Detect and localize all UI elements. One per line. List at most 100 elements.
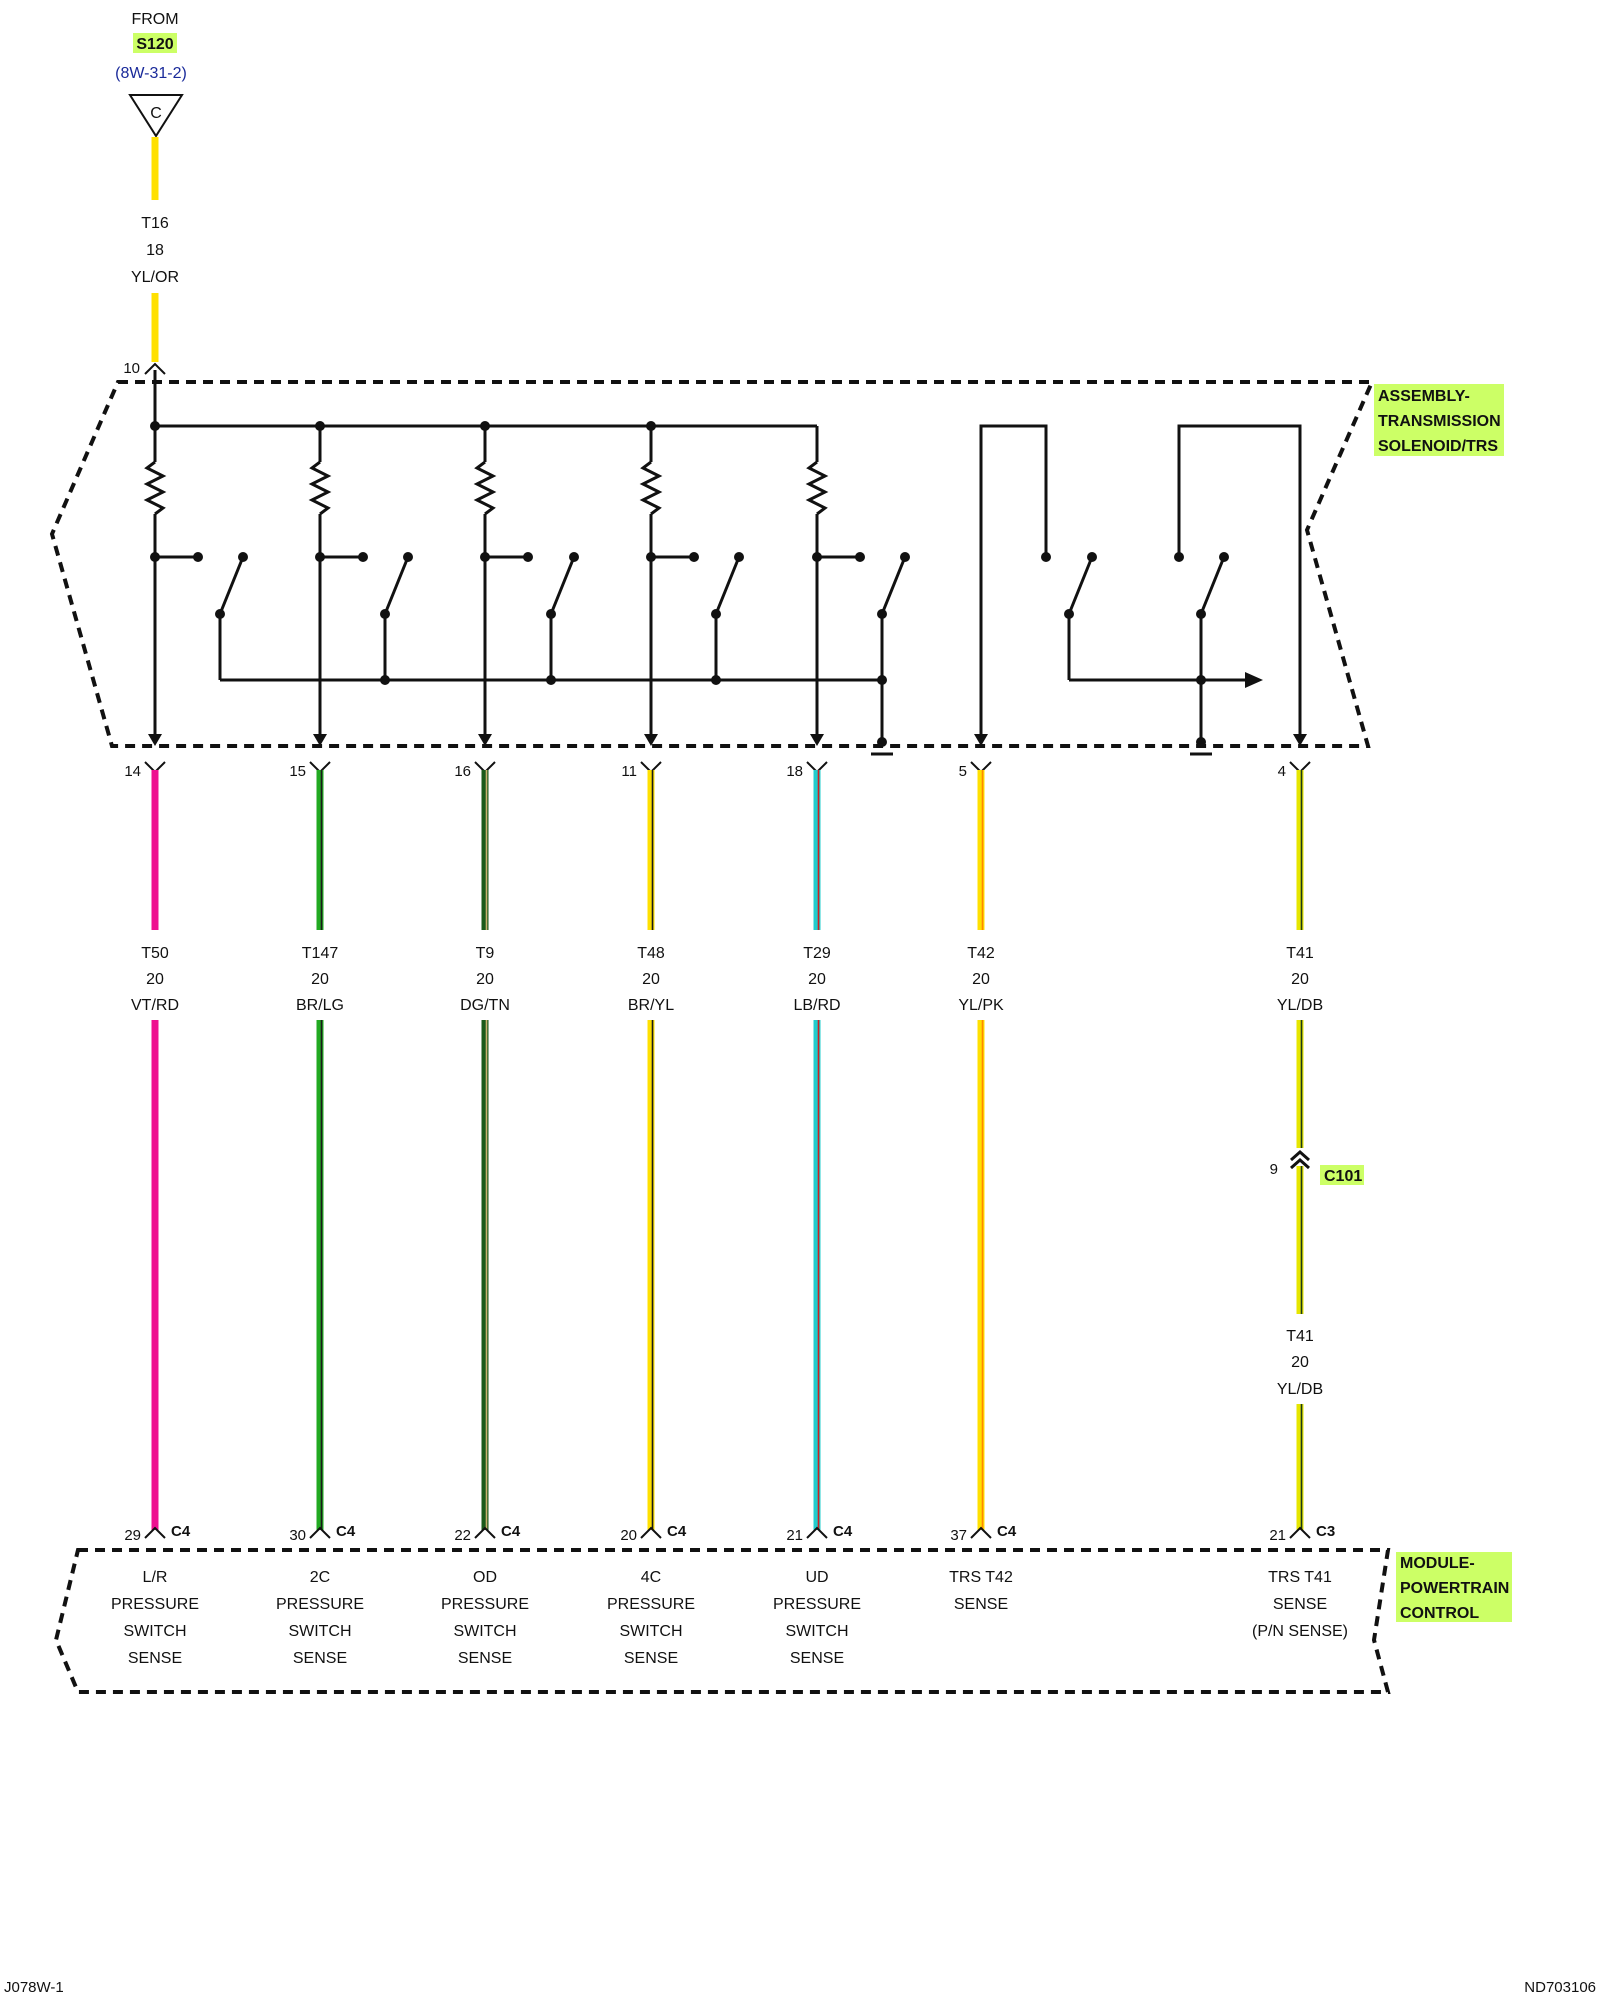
pressure-switch-5 [817, 555, 907, 742]
c101-chevron-upper-icon [1290, 1149, 1310, 1162]
trs-switch-t41 [1177, 424, 1302, 742]
top-pin-number: 15 [289, 763, 306, 780]
wire-color-code: LB/RD [793, 997, 840, 1014]
pcm-function-label: SENSE [624, 1650, 678, 1667]
source-circuit: T16 [141, 215, 169, 232]
pcm-pin-chevron-icon [806, 1526, 828, 1539]
pcm-label-highlight [1396, 1552, 1512, 1622]
pcm-pin-chevron-icon [144, 1526, 166, 1539]
trs-label-line-2: TRANSMISSION [1378, 413, 1501, 430]
pcm-pin-number: 29 [124, 1527, 141, 1544]
pcm-function-label: SENSE [128, 1650, 182, 1667]
pcm-pin-number: 20 [620, 1527, 637, 1544]
top-pin-number: 5 [959, 763, 967, 780]
c101-highlight [1320, 1165, 1364, 1185]
pcm-label-line-3: CONTROL [1400, 1605, 1479, 1622]
trs-label-highlight [1374, 384, 1504, 456]
trs-label-line-3: SOLENOID/TRS [1378, 438, 1498, 455]
pcm-module: MODULE- POWERTRAIN CONTROL [53, 1548, 1512, 1694]
pcm-connector-name: C4 [997, 1523, 1017, 1540]
wire-gauge: 20 [146, 971, 164, 988]
pcm-function-label: OD [473, 1569, 497, 1586]
source-gauge: 18 [146, 242, 164, 259]
pcm-pin-chevron-icon [309, 1526, 331, 1539]
pcm-function-label: UD [805, 1569, 828, 1586]
connector-letter: C [150, 105, 162, 122]
trs-assembly-outline [49, 380, 1376, 748]
circuit-number: T48 [637, 945, 665, 962]
pcm-connector-name: C4 [833, 1523, 853, 1540]
c101-color-code: YL/DB [1277, 1381, 1323, 1398]
pcm-pin-chevron-icon [474, 1526, 496, 1539]
trs-assembly: ASSEMBLY- TRANSMISSION SOLENOID/TRS [49, 380, 1504, 748]
circuit-number: T42 [967, 945, 995, 962]
pcm-connector-name: C4 [501, 1523, 521, 1540]
connector-triangle-icon [128, 94, 184, 138]
pcm-pin-chevron-icon [1289, 1526, 1311, 1539]
circuit-number: T29 [803, 945, 831, 962]
c101-pin: 9 [1270, 1161, 1278, 1178]
pcm-function-label: PRESSURE [773, 1596, 861, 1613]
pcm-function-label: SENSE [1273, 1596, 1327, 1613]
pcm-function-label: PRESSURE [276, 1596, 364, 1613]
pcm-pin-number: 22 [454, 1527, 471, 1544]
wire-gauge: 20 [808, 971, 826, 988]
pcm-pin-number: 30 [289, 1527, 306, 1544]
c101-chevron-lower-icon [1290, 1157, 1310, 1170]
wire-color-code: BR/LG [296, 997, 344, 1014]
c101-name: C101 [1324, 1168, 1362, 1185]
pcm-function-label: SWITCH [288, 1623, 351, 1640]
pcm-function-label: L/R [143, 1569, 168, 1586]
pcm-pin-number: 21 [786, 1527, 803, 1544]
top-pin-number: 4 [1278, 763, 1286, 780]
trs-label-line-1: ASSEMBLY- [1378, 388, 1470, 405]
splice-label: S120 [136, 36, 173, 53]
wire-gauge: 20 [311, 971, 329, 988]
source-pin-chevron-icon [144, 362, 166, 375]
pcm-function-label: TRS T41 [1268, 1569, 1332, 1586]
trs-switch-t42 [979, 424, 1245, 742]
pcm-pin-number: 21 [1269, 1527, 1286, 1544]
pcm-function-label: 2C [310, 1569, 330, 1586]
footer-left-code: J078W-1 [4, 1979, 64, 1996]
circuit-number: T50 [141, 945, 169, 962]
source-color-code: YL/OR [131, 269, 179, 286]
pcm-connector-name: C4 [667, 1523, 687, 1540]
pcm-function-label: SWITCH [453, 1623, 516, 1640]
pcm-pin-number: 37 [950, 1527, 967, 1544]
splice-highlight [133, 33, 177, 53]
circuit-number: T147 [302, 945, 339, 962]
pcm-function-label: SWITCH [785, 1623, 848, 1640]
pressure-switch-2 [320, 555, 410, 680]
pcm-function-label: SENSE [458, 1650, 512, 1667]
wire-gauge: 20 [972, 971, 990, 988]
from-label: FROM [131, 11, 178, 28]
pressure-switch-4 [651, 555, 741, 680]
resistor-branch-3 [473, 426, 497, 742]
pcm-pin-chevron-icon [970, 1526, 992, 1539]
inline-connector-c101: 9 C101 T41 20 YL/DB [1270, 1149, 1364, 1398]
resistor-branch-4 [639, 426, 663, 742]
wire-color-code: BR/YL [628, 997, 674, 1014]
top-pin-number: 18 [786, 763, 803, 780]
pcm-function-label: TRS T42 [949, 1569, 1013, 1586]
source-pin: 10 [123, 360, 140, 377]
c101-gauge: 20 [1291, 1354, 1309, 1371]
pcm-function-label: SENSE [954, 1596, 1008, 1613]
trs-output-arrow-icon [1245, 672, 1263, 688]
c101-circuit: T41 [1286, 1328, 1314, 1345]
pcm-connector-name: C3 [1316, 1523, 1335, 1540]
pcm-pin-chevron-icon [640, 1526, 662, 1539]
pcm-label-line-1: MODULE- [1400, 1555, 1475, 1572]
resistor-branch-5 [805, 426, 829, 742]
top-pin-number: 11 [621, 763, 637, 780]
wire-color-code: VT/RD [131, 997, 179, 1014]
wire-gauge: 20 [642, 971, 660, 988]
